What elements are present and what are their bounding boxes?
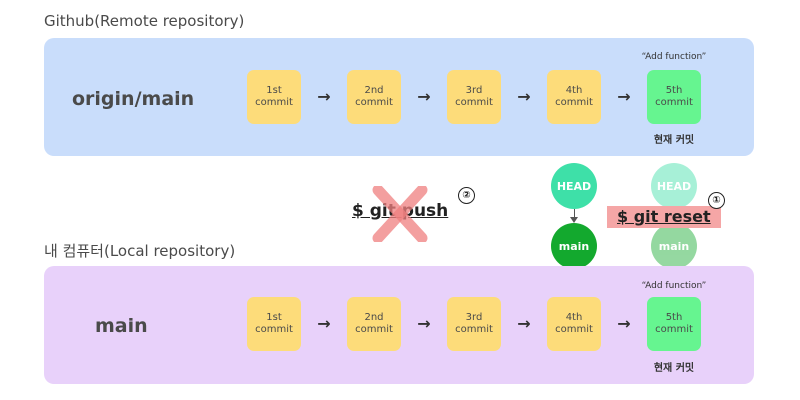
remote-commit-5-current: 5th commit [647, 70, 701, 124]
remote-commit-2: 2nd commit [347, 70, 401, 124]
remote-section-title: Github(Remote repository) [44, 12, 245, 30]
local-arrow-2: → [417, 314, 431, 333]
step-2-badge: ② [458, 187, 475, 204]
local-commit-5-current: 5th commit [647, 297, 701, 351]
previous-head-pointer: HEAD [651, 163, 697, 209]
head-to-main-line [574, 209, 575, 219]
local-commit-3: 3rd commit [447, 297, 501, 351]
previous-main-pointer: main [651, 223, 697, 269]
local-commit-note: “Add function” [641, 281, 707, 291]
local-commit-1: 1st commit [247, 297, 301, 351]
main-pointer: main [551, 223, 597, 269]
cross-icon [372, 186, 428, 242]
local-commit-2: 2nd commit [347, 297, 401, 351]
remote-commit-1: 1st commit [247, 70, 301, 124]
remote-branch-label: origin/main [72, 88, 195, 110]
head-pointer: HEAD [551, 163, 597, 209]
head-to-main-arrowhead [570, 217, 578, 223]
local-current-commit-label: 현재 커밋 [653, 363, 695, 374]
remote-arrow-4: → [617, 87, 631, 106]
remote-commit-note: “Add function” [641, 52, 707, 62]
local-arrow-1: → [317, 314, 331, 333]
remote-commit-4: 4th commit [547, 70, 601, 124]
local-branch-label: main [95, 315, 148, 337]
remote-arrow-2: → [417, 87, 431, 106]
local-commit-4: 4th commit [547, 297, 601, 351]
remote-commit-3: 3rd commit [447, 70, 501, 124]
local-arrow-4: → [617, 314, 631, 333]
git-reset-command: $ git reset [607, 206, 721, 228]
remote-current-commit-label: 현재 커밋 [653, 135, 695, 146]
local-section-title: 내 컴퓨터(Local repository) [44, 242, 236, 260]
remote-arrow-1: → [317, 87, 331, 106]
local-arrow-3: → [517, 314, 531, 333]
step-1-badge: ① [708, 192, 725, 209]
remote-arrow-3: → [517, 87, 531, 106]
